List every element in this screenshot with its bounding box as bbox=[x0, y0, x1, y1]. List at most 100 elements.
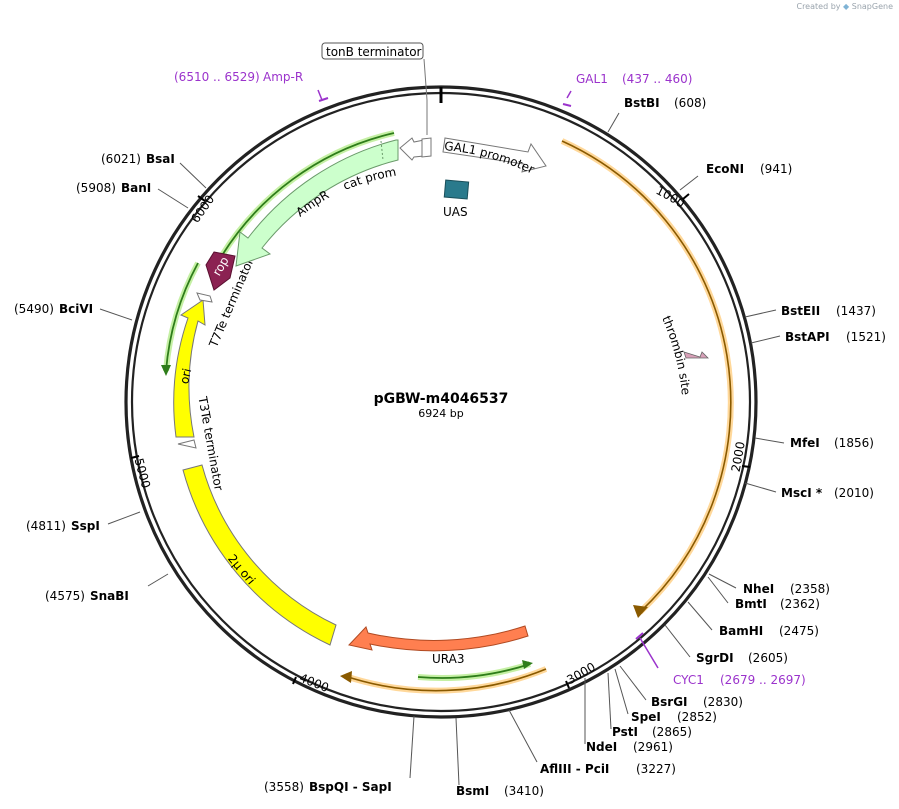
ori-label: ori bbox=[177, 367, 194, 385]
leader-bsteii bbox=[744, 309, 777, 318]
green-arc-left-arrowhead bbox=[161, 365, 171, 376]
site-pos-bstapi: (1521) bbox=[846, 330, 886, 344]
site-name-bamhi: BamHI bbox=[719, 624, 763, 638]
site-name-bcivi: BciVI bbox=[59, 302, 93, 316]
green-arc-bottom bbox=[417, 663, 531, 679]
site-pos-nhei: (2358) bbox=[790, 582, 830, 596]
leader-bamhi bbox=[687, 601, 713, 631]
site-name-bstapi: BstAPI bbox=[785, 330, 830, 344]
primer-gal1-leader bbox=[566, 90, 572, 99]
primer-gal1-range: (437 .. 460) bbox=[622, 72, 692, 86]
primer-cyc1-range: (2679 .. 2697) bbox=[720, 673, 806, 687]
site-name-bstbi: BstBI bbox=[624, 96, 660, 110]
tick-2000 bbox=[741, 465, 751, 468]
credit-text: Created by bbox=[796, 2, 841, 11]
site-pos-mfei: (1856) bbox=[834, 436, 874, 450]
primer-cyc1-leader bbox=[639, 637, 659, 669]
primer-ampr-range: (6510 .. 6529) bbox=[174, 70, 260, 84]
restriction-sites: BstBI (608) EcoNI (941) BstEII (1437) Bs… bbox=[14, 96, 886, 798]
created-by-credit: Created by ◆ SnapGene bbox=[796, 2, 893, 11]
uas-label: UAS bbox=[443, 205, 468, 219]
primer-ampr-name: Amp-R bbox=[263, 70, 303, 84]
leader-afliii bbox=[508, 709, 538, 763]
site-name-nhei: NheI bbox=[743, 582, 774, 596]
site-pos-bstbi: (608) bbox=[674, 96, 706, 110]
site-name-mfei: MfeI bbox=[790, 436, 820, 450]
leader-bstapi bbox=[750, 335, 781, 344]
plasmid-backbone bbox=[124, 85, 758, 719]
site-pos-bmti: (2362) bbox=[780, 597, 820, 611]
site-name-spei: SpeI bbox=[631, 710, 661, 724]
leader-mfei bbox=[754, 437, 785, 444]
site-pos-msci: (2010) bbox=[834, 486, 874, 500]
site-name-bspqi-sapi: BspQI - SapI bbox=[309, 780, 392, 794]
primer-ampr-leader bbox=[317, 89, 323, 101]
site-pos-bsmi: (3410) bbox=[504, 784, 544, 798]
tick-6000 bbox=[197, 195, 206, 202]
orf-bottom bbox=[344, 668, 547, 692]
site-pos-psti: (2865) bbox=[652, 725, 692, 739]
leader-sspi bbox=[107, 511, 141, 525]
orf-bottom-arrowhead bbox=[340, 671, 352, 683]
leader-bsmi bbox=[455, 717, 460, 786]
orf-main-glow bbox=[560, 138, 734, 615]
leader-msci bbox=[744, 482, 777, 493]
plasmid-size: 6924 bp bbox=[418, 407, 463, 420]
t3te-terminator-arrow bbox=[177, 439, 197, 449]
rop-arrow bbox=[205, 251, 236, 291]
ampr-arrow bbox=[235, 139, 399, 267]
primer-ampr-mark bbox=[318, 97, 329, 102]
primer-gal1-mark bbox=[562, 103, 572, 107]
leader-spei bbox=[614, 668, 629, 715]
site-name-afliii-pcii: AflIII - PciI bbox=[540, 762, 609, 776]
site-pos-bamhi: (2475) bbox=[779, 624, 819, 638]
site-pos-bsrgi: (2830) bbox=[703, 695, 743, 709]
green-arc-top bbox=[217, 132, 395, 263]
leader-bsrgi bbox=[619, 665, 647, 701]
tonb-terminator-box bbox=[421, 137, 432, 158]
tick-5000 bbox=[130, 455, 140, 459]
site-name-msci: MscI * bbox=[781, 486, 823, 500]
site-name-psti: PstI bbox=[612, 725, 638, 739]
green-arc-left bbox=[165, 262, 199, 372]
ura3-arrow bbox=[348, 625, 529, 652]
leader-snabi bbox=[147, 573, 169, 587]
credit-brand: SnapGene bbox=[851, 2, 893, 11]
tick-3000 bbox=[565, 680, 570, 689]
primer-gal1-name: GAL1 bbox=[576, 72, 608, 86]
ampr-dashed-divider bbox=[380, 140, 384, 161]
orf-main-arrowhead bbox=[633, 605, 648, 618]
leader-bmti bbox=[707, 576, 729, 604]
site-pos-bsteii: (1437) bbox=[836, 304, 876, 318]
leader-bspqi bbox=[409, 715, 415, 779]
two-mu-ori-arrow bbox=[182, 464, 337, 646]
leader-sgrdi bbox=[664, 624, 691, 658]
site-pos-afliii-pcii: (3227) bbox=[636, 762, 676, 776]
site-leaders bbox=[99, 112, 785, 786]
orf-main bbox=[561, 140, 732, 613]
tonb-terminator-arrow bbox=[399, 137, 425, 161]
leader-bsai bbox=[179, 162, 207, 189]
primer-cyc1-name: CYC1 bbox=[673, 673, 704, 687]
leader-econi bbox=[679, 175, 699, 191]
tick-1000 bbox=[682, 193, 690, 200]
site-name-bani: BanI bbox=[121, 181, 151, 195]
site-name-econi: EcoNI bbox=[706, 162, 744, 176]
site-pos-sspi: (4811) bbox=[26, 519, 66, 533]
site-pos-snabi: (4575) bbox=[45, 589, 85, 603]
site-name-bsrgi: BsrGI bbox=[651, 695, 688, 709]
leader-bani bbox=[157, 188, 189, 209]
site-name-bsmi: BsmI bbox=[456, 784, 489, 798]
site-name-ndei: NdeI bbox=[586, 740, 617, 754]
site-name-bmti: BmtI bbox=[735, 597, 767, 611]
leader-bcivi bbox=[99, 308, 133, 321]
leader-nhei bbox=[708, 573, 737, 589]
thrombin-site-marker bbox=[683, 351, 709, 359]
primer-cyc1-mark bbox=[635, 632, 644, 640]
ori-arrow bbox=[173, 299, 206, 438]
leader-psti bbox=[607, 672, 612, 730]
green-arcs bbox=[161, 130, 533, 681]
orf-arcs bbox=[340, 138, 734, 694]
site-pos-bani: (5908) bbox=[76, 181, 116, 195]
site-pos-ndei: (2961) bbox=[633, 740, 673, 754]
